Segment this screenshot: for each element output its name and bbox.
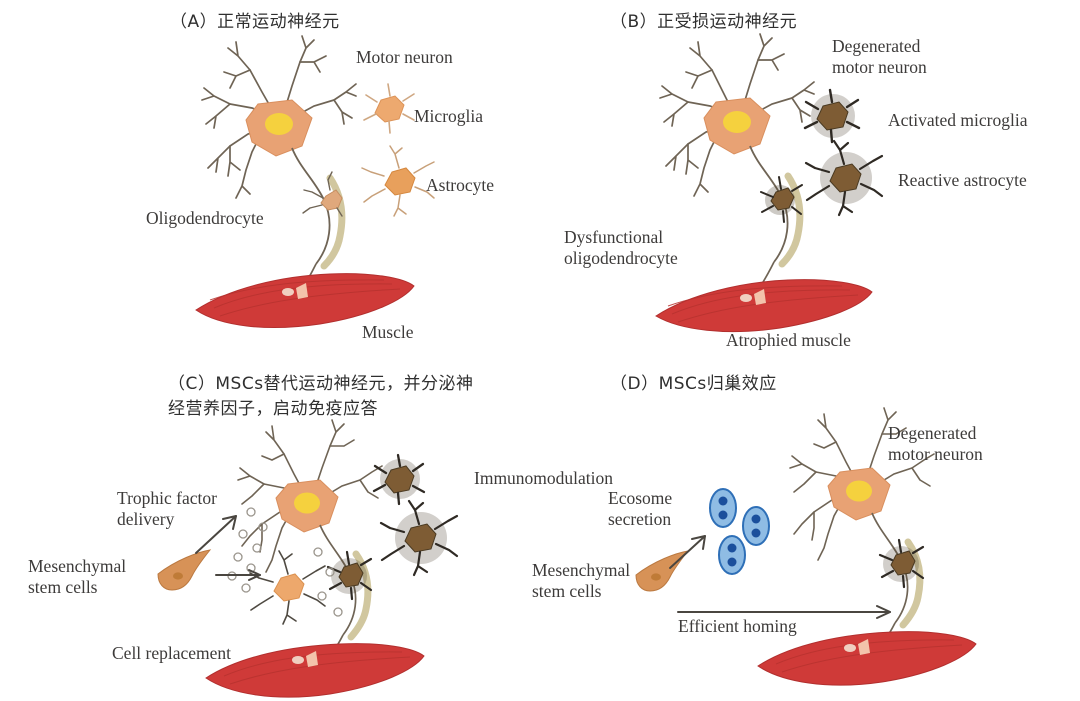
arrow-cell-replacement: [215, 569, 261, 581]
panel-b-damaged-motor-neuron: （B）正受损运动神经元: [540, 0, 1080, 360]
label-atrophied-muscle: Atrophied muscle: [726, 330, 851, 350]
arrow-ecosome-secretion: [669, 535, 706, 569]
label-activated-microglia: Activated microglia: [888, 110, 1028, 130]
dysfunctional-oligodendrocyte-cell: [760, 176, 803, 223]
replacement-astrocyte-cell: [249, 550, 326, 625]
panel-a-normal-motor-neuron: （A）正常运动神经元: [0, 0, 540, 360]
label-oligodendrocyte: Oligodendrocyte: [146, 208, 264, 228]
panel-c-msc-replacement: （C）MSCs替代运动神经元，并分泌神 经营养因子，启动免疫应答: [0, 360, 613, 701]
panel-b-title: （B）正受损运动神经元: [610, 12, 798, 32]
label-mesenchymal-stem-cells: Mesenchymal stem cells: [532, 560, 631, 601]
reactive-astrocyte-cell: [379, 499, 459, 577]
panel-d-illustration: [635, 407, 977, 686]
activated-microglia-cell: [372, 453, 426, 506]
label-muscle: Muscle: [362, 322, 414, 342]
atrophied-muscle-shape: [655, 279, 873, 333]
muscle-shape: [195, 273, 415, 328]
label-degenerated-motor-neuron: Degenerated motor neuron: [832, 36, 927, 77]
panel-a-title: （A）正常运动神经元: [170, 12, 340, 32]
activated-oligodendrocyte-cell: [878, 538, 925, 589]
panel-c-illustration: [157, 419, 459, 698]
label-trophic-factor-delivery: Trophic factor delivery: [117, 488, 217, 529]
muscle-shape: [757, 631, 977, 686]
label-degenerated-motor-neuron: Degenerated motor neuron: [888, 423, 983, 464]
arrow-efficient-homing: [677, 605, 891, 619]
exosome-vesicles: [709, 488, 770, 575]
microglia-cell: [363, 83, 415, 134]
label-dysfunctional-oligodendrocyte: Dysfunctional oligodendrocyte: [564, 227, 678, 268]
label-immunomodulation: Immunomodulation: [474, 468, 614, 488]
label-motor-neuron: Motor neuron: [356, 47, 453, 67]
panel-b-illustration: [655, 33, 884, 333]
astrocyte-cell: [361, 145, 435, 217]
activated-microglia-cell: [803, 88, 861, 144]
panel-a-illustration: [195, 35, 435, 328]
label-ecosome-secretion: Ecosome secretion: [608, 488, 673, 529]
label-reactive-astrocyte: Reactive astrocyte: [898, 170, 1027, 190]
panel-c-title: （C）MSCs替代运动神经元，并分泌神 经营养因子，启动免疫应答: [168, 374, 474, 419]
label-cell-replacement: Cell replacement: [112, 643, 232, 663]
mesenchymal-stem-cell: [157, 549, 212, 591]
panel-d-msc-homing: （D）MSCs归巢效应: [532, 360, 1080, 701]
mesenchymal-stem-cell: [635, 550, 690, 592]
label-microglia: Microglia: [414, 106, 484, 126]
activated-oligodendrocyte-cell: [326, 550, 373, 601]
reactive-astrocyte-cell: [804, 139, 884, 217]
muscle-shape: [205, 643, 425, 698]
panel-d-title: （D）MSCs归巢效应: [610, 374, 777, 394]
label-astrocyte: Astrocyte: [426, 175, 495, 195]
label-mesenchymal-stem-cells: Mesenchymal stem cells: [28, 556, 127, 597]
arrow-trophic-factor: [195, 515, 237, 554]
label-efficient-homing: Efficient homing: [678, 616, 797, 636]
oligodendrocyte-cell: [302, 171, 343, 217]
